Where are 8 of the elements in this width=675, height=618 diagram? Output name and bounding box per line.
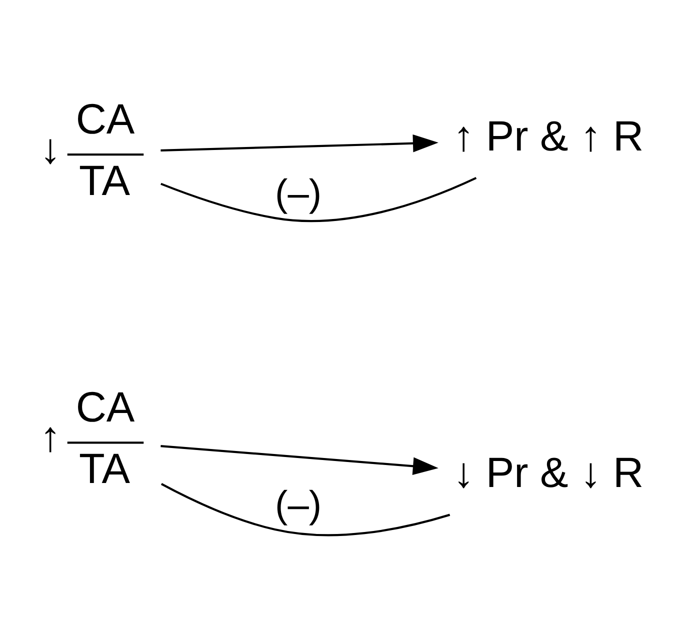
arrow	[160, 134, 438, 152]
edge-label: (–)	[275, 172, 322, 216]
arrow	[160, 445, 438, 475]
connector	[160, 176, 477, 222]
node-text: ↓ Pr & ↓ R	[452, 449, 644, 496]
edge-label: (–)	[275, 484, 322, 527]
connector	[160, 483, 450, 536]
node-text: ↑ Pr & ↑ R	[452, 112, 644, 160]
